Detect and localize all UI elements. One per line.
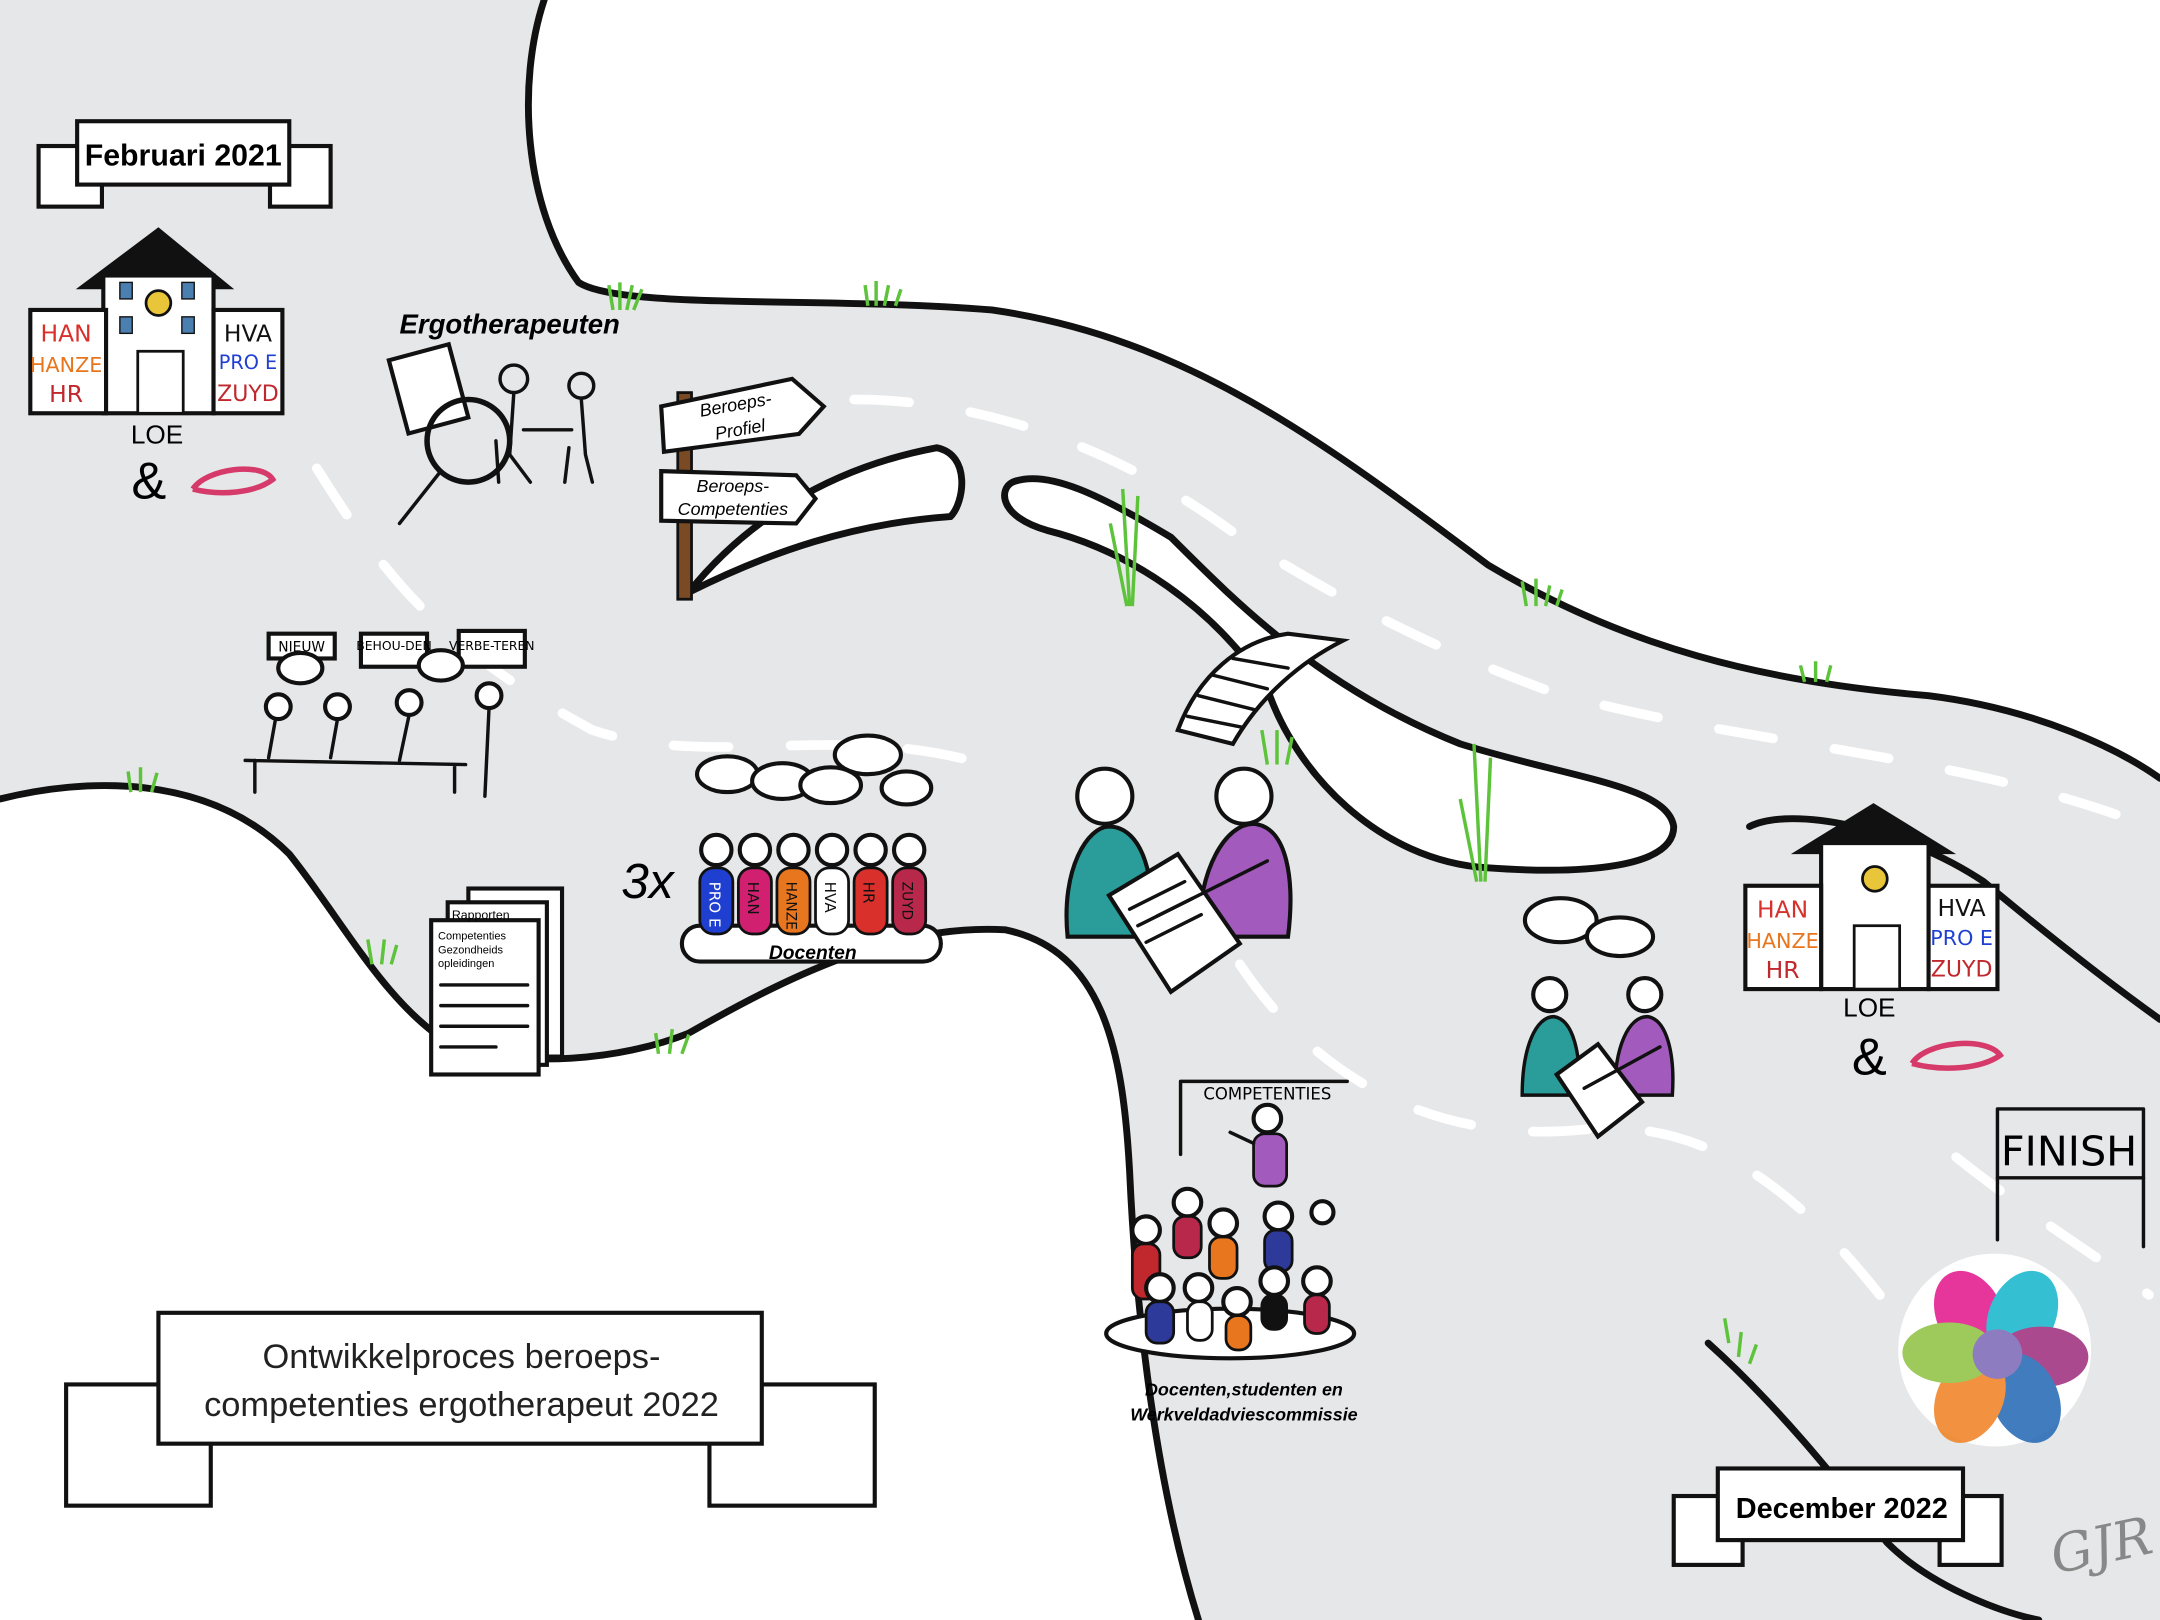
reports-line: Competenties bbox=[438, 930, 506, 942]
competenties-caption: Werkveldadviescommissie bbox=[1130, 1404, 1357, 1424]
teachers-group: 3x Docenten PRO E HAN HANZE HVA HR ZUYD bbox=[621, 733, 943, 964]
sign-behouden: BEHOU-DEN bbox=[356, 638, 431, 653]
school-label-han: HAN bbox=[1757, 895, 1808, 923]
end-date-banner: December 2022 bbox=[1671, 1466, 2004, 1567]
school-label-hr: HR bbox=[1766, 956, 1800, 984]
ergotherapeuten-heading: Ergotherapeuten bbox=[399, 308, 619, 339]
start-date: Februari 2021 bbox=[85, 139, 282, 172]
end-date: December 2022 bbox=[1736, 1493, 1948, 1525]
school-building-end: HAN HANZE HR HVA PRO E ZUYD LOE & bbox=[1743, 803, 2005, 1086]
reports-line: opleidingen bbox=[438, 958, 494, 970]
clock-icon bbox=[1861, 865, 1889, 893]
teacher-name: PRO E bbox=[705, 882, 723, 928]
sign-competenties-line2: Competenties bbox=[678, 499, 788, 519]
research-illustration bbox=[386, 341, 596, 526]
sign-verbeteren: VERBE-TEREN bbox=[449, 638, 535, 653]
ampersand: & bbox=[131, 453, 166, 511]
title-line2: competenties ergotherapeut 2022 bbox=[204, 1386, 719, 1424]
teacher-name: HAN bbox=[744, 882, 762, 915]
collaboration-figures bbox=[1064, 766, 1293, 995]
school-name: LOE bbox=[1843, 993, 1895, 1023]
reports-line: Gezondheids bbox=[438, 944, 503, 956]
school-label-hanze: HANZE bbox=[30, 353, 102, 377]
school-label-hva: HVA bbox=[1938, 894, 1986, 922]
teachers-label: Docenten bbox=[769, 943, 857, 964]
school-label-hr: HR bbox=[49, 380, 83, 408]
school-label-hanze: HANZE bbox=[1746, 929, 1818, 953]
ampersand: & bbox=[1852, 1028, 1887, 1086]
partner-logo-swoosh bbox=[190, 466, 277, 496]
school-label-proe: PRO E bbox=[219, 351, 277, 374]
school-label-hva: HVA bbox=[224, 320, 272, 348]
grass-tufts bbox=[126, 281, 1833, 1365]
school-name: LOE bbox=[131, 420, 183, 450]
sign-nieuw: NIEUW bbox=[278, 640, 325, 656]
bridge bbox=[1175, 631, 1351, 747]
school-label-zuyd: ZUYD bbox=[217, 382, 279, 407]
title-banner: Ontwikkelproces beroeps- competenties er… bbox=[64, 1310, 877, 1508]
title-line1: Ontwikkelproces beroeps- bbox=[263, 1338, 661, 1376]
competenties-board: COMPETENTIES bbox=[1203, 1084, 1331, 1103]
school-label-han: HAN bbox=[41, 320, 92, 348]
sign-competenties-line1: Beroeps- bbox=[697, 476, 770, 496]
teacher-name: HANZE bbox=[783, 882, 799, 930]
small-collaboration-figures bbox=[1520, 896, 1675, 1140]
competenties-session: COMPETENTIES Docenten,studenten en Werkv… bbox=[1104, 1079, 1358, 1424]
meeting-session: NIEUW BEHOU-DEN VERBE-TEREN bbox=[243, 628, 535, 798]
start-date-banner: Februari 2021 bbox=[36, 119, 333, 209]
teacher-name: HR bbox=[860, 882, 878, 904]
teacher-figures bbox=[698, 832, 928, 936]
teacher-name: HVA bbox=[821, 882, 839, 914]
finish-sign: FINISH bbox=[1995, 1107, 2146, 1249]
clock-icon bbox=[144, 289, 173, 317]
finish-label: FINISH bbox=[2001, 1127, 2137, 1175]
teachers-multiplier: 3x bbox=[621, 853, 676, 909]
partner-logo-swoosh bbox=[1909, 1040, 2005, 1071]
school-building-start: HAN HANZE HR HVA PRO E ZUYD LOE & bbox=[28, 227, 285, 511]
school-label-zuyd: ZUYD bbox=[1931, 958, 1993, 983]
reports-document: Rapporten Competenties Gezondheids oplei… bbox=[429, 886, 565, 1077]
competenties-caption: Docenten,studenten en bbox=[1145, 1379, 1343, 1399]
top-field bbox=[528, 0, 2160, 779]
competency-flower-logo bbox=[1898, 1253, 2092, 1447]
teacher-name: ZUYD bbox=[898, 882, 914, 921]
island-long bbox=[1001, 475, 1678, 874]
reports-title: Rapporten bbox=[452, 908, 510, 922]
school-label-proe: PRO E bbox=[1930, 926, 1993, 950]
